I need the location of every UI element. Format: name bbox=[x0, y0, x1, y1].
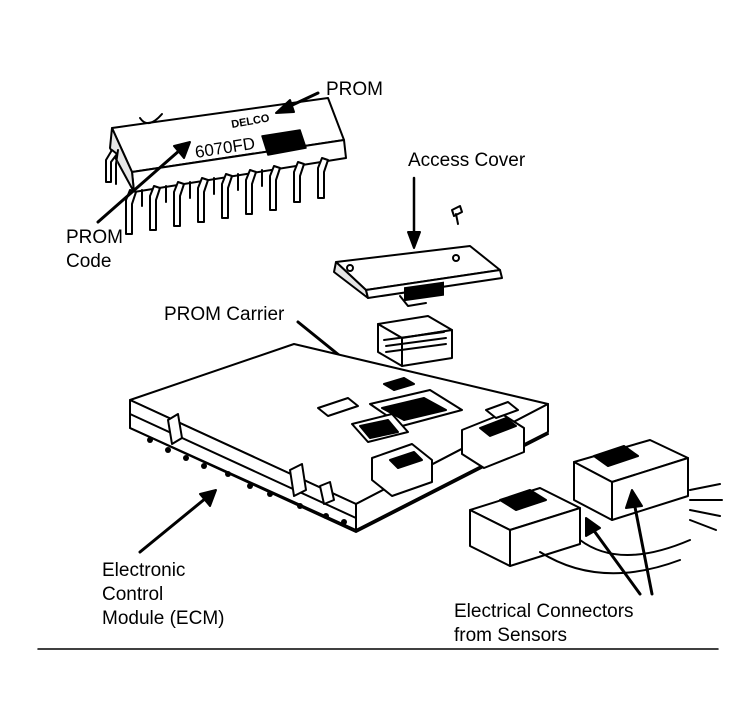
prom-chip-pins bbox=[105, 149, 329, 235]
connector-arrow-right bbox=[632, 500, 654, 596]
prom-chip-illustration bbox=[105, 97, 347, 235]
label-ecm-2: Control bbox=[102, 584, 164, 605]
prom-chip-notch bbox=[139, 113, 163, 125]
connector-arrowhead-left bbox=[585, 517, 601, 537]
label-prom-code-2: Code bbox=[66, 251, 112, 272]
ecm-arrow bbox=[138, 496, 208, 554]
ecm-arrowhead bbox=[199, 489, 217, 507]
label-connectors-1: Electrical Connectors bbox=[454, 601, 634, 622]
label-ecm-3: Module (ECM) bbox=[102, 608, 225, 629]
prom-carrier-block bbox=[377, 281, 453, 367]
label-prom: PROM bbox=[326, 79, 383, 100]
prom-code-arrow bbox=[96, 148, 182, 224]
prom-code-arrowhead bbox=[173, 141, 191, 159]
ecm-holes bbox=[147, 437, 347, 525]
label-access-cover: Access Cover bbox=[408, 150, 526, 171]
prom-chip-window bbox=[261, 129, 307, 156]
access-cover-arrowhead bbox=[407, 231, 421, 249]
label-connectors-2: from Sensors bbox=[454, 625, 567, 646]
label-prom-code-1: PROM bbox=[66, 227, 123, 248]
connector-arrow-left bbox=[590, 526, 642, 596]
screw-icon bbox=[451, 205, 463, 225]
ecm-housing bbox=[129, 343, 549, 533]
prom-arrowhead bbox=[275, 99, 295, 114]
label-ecm-1: Electronic bbox=[102, 560, 186, 581]
sensor-connectors bbox=[469, 439, 723, 575]
connector-arrowhead-right bbox=[625, 489, 643, 509]
label-prom-carrier: PROM Carrier bbox=[164, 304, 285, 325]
